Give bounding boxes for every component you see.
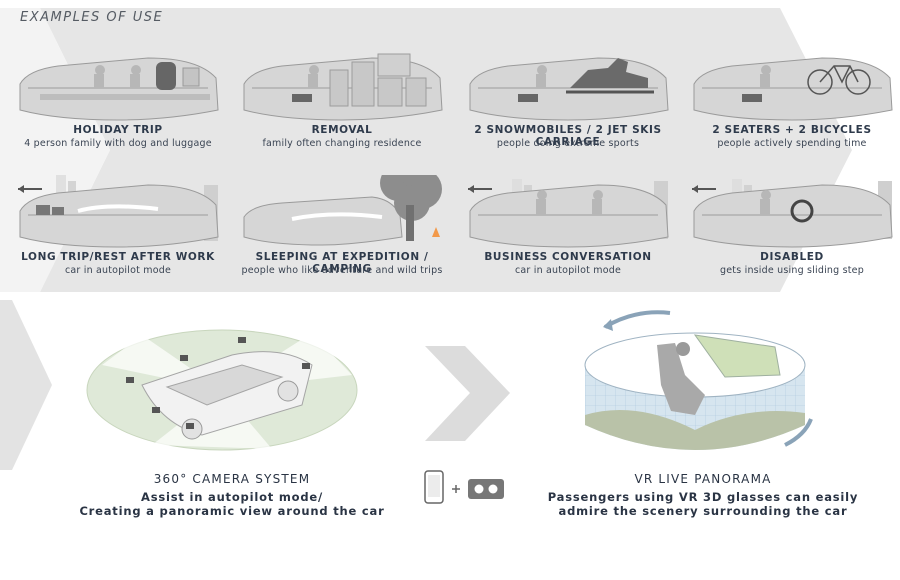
camera-subtitle-line2: Creating a panoramic view around the car bbox=[79, 504, 385, 518]
example-card-snowmobiles: 2 SNOWMOBILES / 2 JET SKIS CARRIAGE peop… bbox=[458, 48, 678, 178]
example-card-holiday-trip: HOLIDAY TRIP 4 person family with dog an… bbox=[8, 48, 228, 178]
example-subtitle: people who like adventure and wild trips bbox=[241, 265, 443, 276]
example-card-camping: SLEEPING AT EXPEDITION / CAMPING people … bbox=[232, 175, 452, 305]
vr-glasses-icon bbox=[468, 479, 504, 499]
example-card-business: BUSINESS CONVERSATION car in autopilot m… bbox=[458, 175, 678, 305]
example-subtitle: gets inside using sliding step bbox=[720, 265, 864, 276]
vr-title: VR LIVE PANORAMA bbox=[634, 472, 772, 486]
camera-subtitle-line1: Assist in autopilot mode/ bbox=[141, 490, 323, 504]
example-card-bicycles: 2 SEATERS + 2 BICYCLES people actively s… bbox=[682, 48, 900, 178]
example-title: 2 SEATERS + 2 BICYCLES bbox=[712, 124, 872, 136]
example-card-removal: REMOVAL family often changing residence bbox=[232, 48, 452, 178]
camera-system-illustration bbox=[86, 329, 358, 451]
example-subtitle: people doing extreme sports bbox=[496, 138, 640, 149]
example-card-long-trip: LONG TRIP/REST AFTER WORK car in autopil… bbox=[8, 175, 228, 305]
example-subtitle: people actively spending time bbox=[717, 138, 867, 149]
example-title: SLEEPING AT EXPEDITION / CAMPING bbox=[255, 251, 429, 275]
car-disabled-icon bbox=[692, 179, 893, 248]
vr-panorama-illustration bbox=[584, 310, 813, 450]
left-chevron-shape bbox=[0, 300, 52, 470]
example-subtitle: car in autopilot mode bbox=[514, 265, 622, 276]
example-subtitle: family often changing residence bbox=[262, 138, 422, 149]
example-title: 2 SNOWMOBILES / 2 JET SKIS CARRIAGE bbox=[474, 124, 662, 148]
vr-subtitle-line1: Passengers using VR 3D glasses can easil… bbox=[547, 490, 859, 504]
example-title: REMOVAL bbox=[311, 124, 373, 136]
plus-icon bbox=[452, 485, 460, 493]
example-subtitle: car in autopilot mode bbox=[64, 265, 172, 276]
vr-subtitle-line2: admire the scenery surrounding the car bbox=[558, 504, 848, 518]
camera-title: 360° CAMERA SYSTEM bbox=[153, 472, 311, 486]
car-bicycles-icon bbox=[693, 57, 893, 121]
car-long-trip-icon bbox=[18, 175, 219, 248]
section-title: EXAMPLES OF USE bbox=[20, 10, 164, 25]
car-snowmobile-icon bbox=[469, 57, 669, 121]
car-camping-icon bbox=[243, 175, 442, 246]
car-business-icon bbox=[468, 179, 669, 248]
car-removal-icon bbox=[243, 53, 443, 121]
example-title: HOLIDAY TRIP bbox=[73, 124, 163, 136]
center-chevron-shape bbox=[425, 346, 510, 441]
example-subtitle: 4 person family with dog and luggage bbox=[24, 138, 212, 149]
smartphone-icon bbox=[424, 470, 444, 504]
example-title: DISABLED bbox=[760, 251, 824, 263]
car-holiday-icon bbox=[19, 57, 219, 121]
example-card-disabled: DISABLED gets inside using sliding step bbox=[682, 175, 900, 305]
example-title: BUSINESS CONVERSATION bbox=[484, 251, 652, 263]
example-title: LONG TRIP/REST AFTER WORK bbox=[21, 251, 215, 263]
